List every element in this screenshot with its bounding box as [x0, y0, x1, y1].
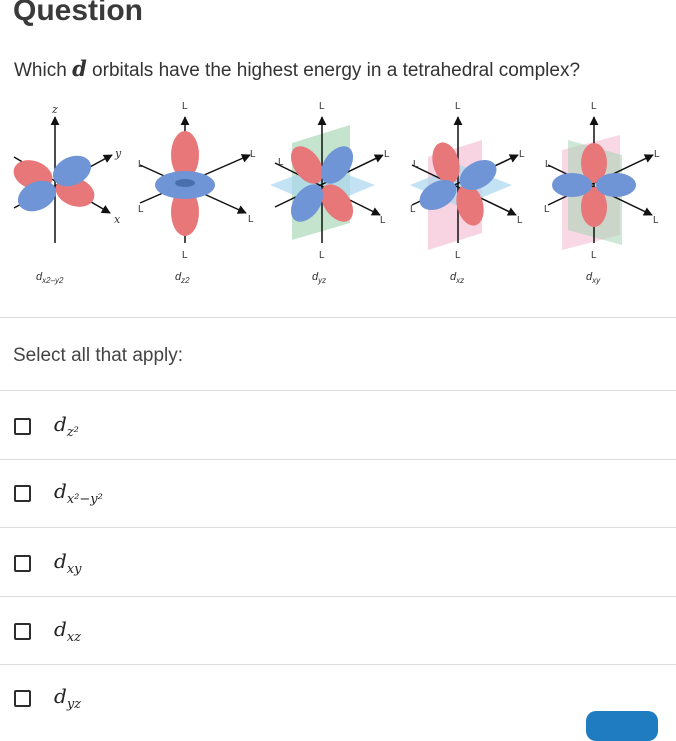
select-all-prompt: Select all that apply: — [13, 345, 184, 366]
option-dx2-y2[interactable]: dx²−y² — [0, 460, 676, 528]
submit-button[interactable] — [586, 711, 658, 741]
orbital-label-dz2: dz2 — [175, 271, 190, 285]
ligand-label: L — [591, 250, 597, 261]
orbital-dz2-diagram: L L L L L L — [138, 101, 256, 261]
divider — [0, 527, 676, 528]
ligand-label: L — [250, 149, 256, 160]
ligand-label: L — [519, 149, 525, 160]
orbital-dx2-y2-diagram: z y x — [13, 103, 122, 243]
ligand-label: L — [653, 215, 659, 226]
divider — [0, 596, 676, 597]
checkbox[interactable] — [14, 485, 31, 502]
ligand-label: L — [138, 204, 144, 215]
ligand-label: L — [138, 159, 144, 170]
ligand-label: L — [319, 250, 325, 261]
orbital-label-dx2-y2: dx2–y2 — [36, 271, 64, 285]
ligand-label: L — [182, 250, 188, 261]
checkbox[interactable] — [14, 555, 31, 572]
option-dxz[interactable]: dxz — [0, 597, 676, 665]
option-label: dxz — [54, 617, 81, 645]
checkbox[interactable] — [14, 623, 31, 640]
checkbox[interactable] — [14, 690, 31, 707]
page-title: Question — [13, 0, 144, 27]
orbital-label-dxy: dxy — [586, 271, 601, 285]
ligand-label: L — [517, 215, 523, 226]
axis-label-y: y — [114, 147, 122, 160]
ligand-label: L — [413, 159, 419, 170]
divider — [0, 390, 676, 391]
ligand-label: L — [545, 159, 551, 170]
divider — [0, 459, 676, 460]
axis-label-z: z — [51, 103, 58, 116]
ligand-label: L — [319, 101, 325, 112]
option-label: dx²−y² — [54, 479, 103, 507]
divider — [0, 664, 676, 665]
orbital-dyz-diagram: L L L L L — [270, 101, 390, 261]
orbital-dxz-diagram: L L L L L L — [410, 101, 525, 261]
question-suffix: orbitals have the highest energy in a te… — [92, 60, 581, 81]
ligand-label: L — [591, 101, 597, 112]
ligand-label: L — [384, 149, 390, 160]
ligand-label: L — [455, 250, 461, 261]
ligand-label: L — [410, 204, 416, 215]
divider — [0, 317, 676, 318]
ligand-label: L — [248, 214, 254, 225]
question-text: Which d orbitals have the highest energy… — [14, 56, 580, 82]
ligand-label: L — [455, 101, 461, 112]
question-prefix: Which — [14, 60, 67, 81]
checkbox[interactable] — [14, 418, 31, 435]
d-orbital-figure: z y x L L L L L L L L L L L — [13, 101, 660, 285]
option-label: dyz — [54, 684, 82, 712]
ligand-label: L — [380, 215, 386, 226]
orbital-dxy-diagram: L L L L L L — [544, 101, 660, 261]
orbital-label-dyz: dyz — [312, 271, 326, 285]
ligand-label: L — [654, 149, 660, 160]
ligand-label: L — [544, 204, 550, 215]
orbital-label-dxz: dxz — [450, 271, 464, 285]
axis-label-x: x — [114, 213, 121, 226]
option-dz2[interactable]: dz² — [0, 391, 676, 459]
option-dyz[interactable]: dyz — [0, 665, 676, 733]
option-label: dxy — [54, 549, 82, 577]
option-label: dz² — [54, 412, 79, 440]
ligand-label: L — [182, 101, 188, 112]
option-dxy[interactable]: dxy — [0, 528, 676, 596]
ligand-label: L — [278, 157, 284, 168]
question-variable: d — [72, 56, 87, 81]
